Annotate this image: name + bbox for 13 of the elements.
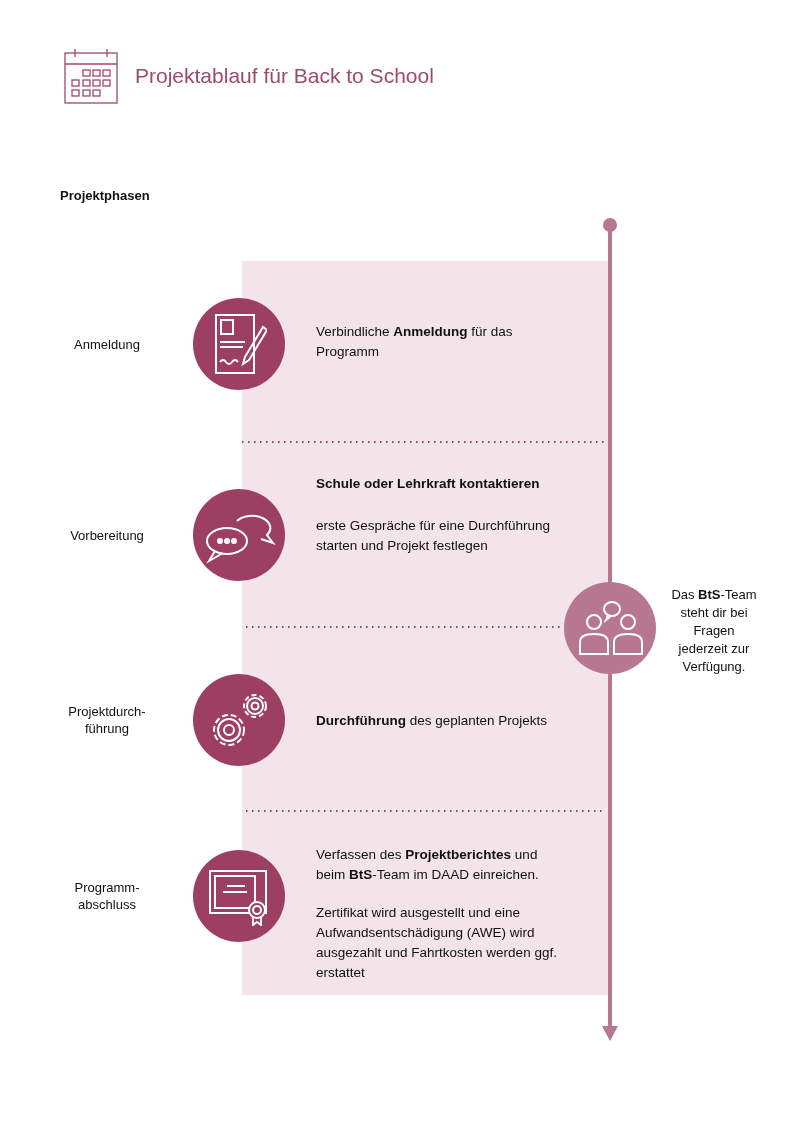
section-heading: Projektphasen (60, 188, 150, 203)
title: Projektablauf für Back to School (135, 64, 434, 88)
description-text: Verbindliche Anmeldung für das Programm (316, 323, 514, 361)
description-text: Durchführung des geplanten Projekts (316, 712, 549, 730)
phase-label: Anmeldung (73, 336, 141, 353)
description-heading: Schule oder Lehrkraft kontaktieren (316, 475, 541, 493)
phase-label: Projektdurch-führung (67, 703, 147, 737)
description-text: Verfassen des Projektberichtes und beim BtS-Team im DAAD einreichen. (316, 846, 540, 884)
note-text: Das BtS-Team steht dir bei Fragen jederzeit zur Verfügung. (670, 586, 758, 676)
description-text: Zertifikat wird ausgestellt und eine Aufwandsentschädigung (AWE) wird ausgezahlt und Fahrtkosten werden ggf. erstattet (316, 904, 558, 982)
description-text: erste Gespräche für eine Durchführung starten und Projekt festlegen (316, 517, 552, 555)
phase-label: Programm-abschluss (73, 879, 141, 913)
phase-label: Vorbereitung (69, 527, 145, 544)
